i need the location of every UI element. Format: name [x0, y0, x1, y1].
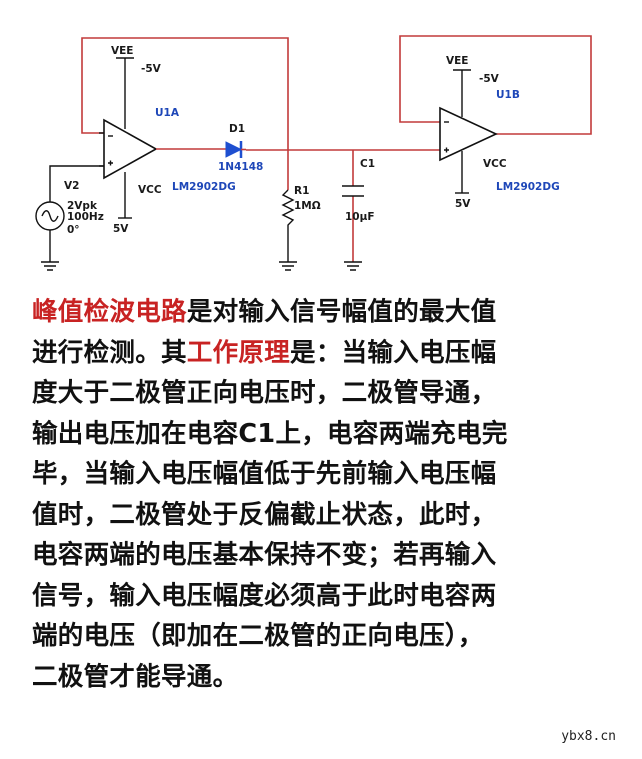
u1a-opamp	[103, 118, 158, 180]
source-name: V2	[64, 180, 79, 192]
highlight-peak-detector: 峰值检波电路	[32, 297, 187, 327]
peak-detector-schematic: VEE -5V U1A VCC 5V LM2902DG D1 1N4148 V2…	[35, 35, 592, 271]
capacitor-c1	[342, 185, 364, 271]
watermark-fade	[240, 718, 620, 748]
resistor-r1	[279, 189, 297, 271]
text-line: 度大于二极管正向电压时，二极管导通，	[32, 378, 497, 408]
text-segment: 进行检测。其	[32, 337, 187, 368]
output-node-wires	[246, 149, 440, 262]
u1a-vee-label: VEE	[111, 45, 133, 57]
diode-d1	[225, 141, 246, 158]
u1a-name: U1A	[155, 107, 180, 119]
u1b-vcc-label: VCC	[483, 158, 507, 170]
explanation-text: 峰值检波电路是对输入信号幅值的最大值 进行检测。其工作原理是：当输入电压幅 度大…	[32, 292, 632, 697]
text-line: 值时，二极管处于反偏截止状态，此时，	[32, 499, 497, 530]
text-line: 进行检测。其工作原理是：当输入电压幅	[32, 333, 632, 374]
watermark: ybx8.cn	[561, 729, 616, 744]
text-line: 二极管才能导通。	[32, 661, 239, 692]
highlight-working-principle: 工作原理	[186, 337, 291, 368]
voltage-source-v2	[35, 165, 104, 271]
u1a-vee-value: -5V	[141, 63, 162, 75]
source-phase: 0°	[67, 224, 80, 236]
diode-part: 1N4148	[218, 161, 263, 173]
u1b-part: LM2902DG	[496, 181, 560, 193]
source-amp: 2Vpk	[67, 200, 98, 212]
u1a-vcc-label: VCC	[138, 184, 162, 196]
text-line: 信号，输入电压幅度必须高于此时电容两	[32, 580, 497, 611]
u1a-vcc-value: 5V	[113, 223, 129, 235]
u1a-part: LM2902DG	[172, 181, 236, 193]
text-line: 毕，当输入电压幅值低于先前输入电压幅	[32, 459, 497, 489]
u1b-vcc-value: 5V	[455, 198, 471, 210]
source-freq: 100Hz	[67, 211, 104, 223]
text-line: 输出电压加在电容C1上，电容两端充电完	[32, 418, 508, 449]
resistor-value: 1MΩ	[294, 200, 321, 212]
diode-name: D1	[229, 123, 245, 135]
text-segment: 是：当输入电压幅	[290, 337, 497, 368]
text-line: 峰值检波电路是对输入信号幅值的最大值	[32, 292, 632, 333]
capacitor-name: C1	[360, 158, 375, 170]
text-line: 端的电压（即加在二极管的正向电压），	[32, 621, 484, 651]
capacitor-value: 10μF	[345, 211, 375, 223]
u1a-feedback-wire	[81, 37, 289, 150]
text-line: 电容两端的电压基本保持不变；若再输入	[32, 540, 497, 570]
u1b-name: U1B	[496, 89, 520, 101]
resistor-name: R1	[294, 185, 309, 197]
text-segment: 是对输入信号幅值的最大值	[186, 297, 497, 327]
u1b-vee-label: VEE	[446, 55, 468, 67]
u1b-vee-value: -5V	[479, 73, 500, 85]
u1b-opamp	[439, 106, 498, 162]
u1b-feedback-wire	[399, 35, 592, 135]
